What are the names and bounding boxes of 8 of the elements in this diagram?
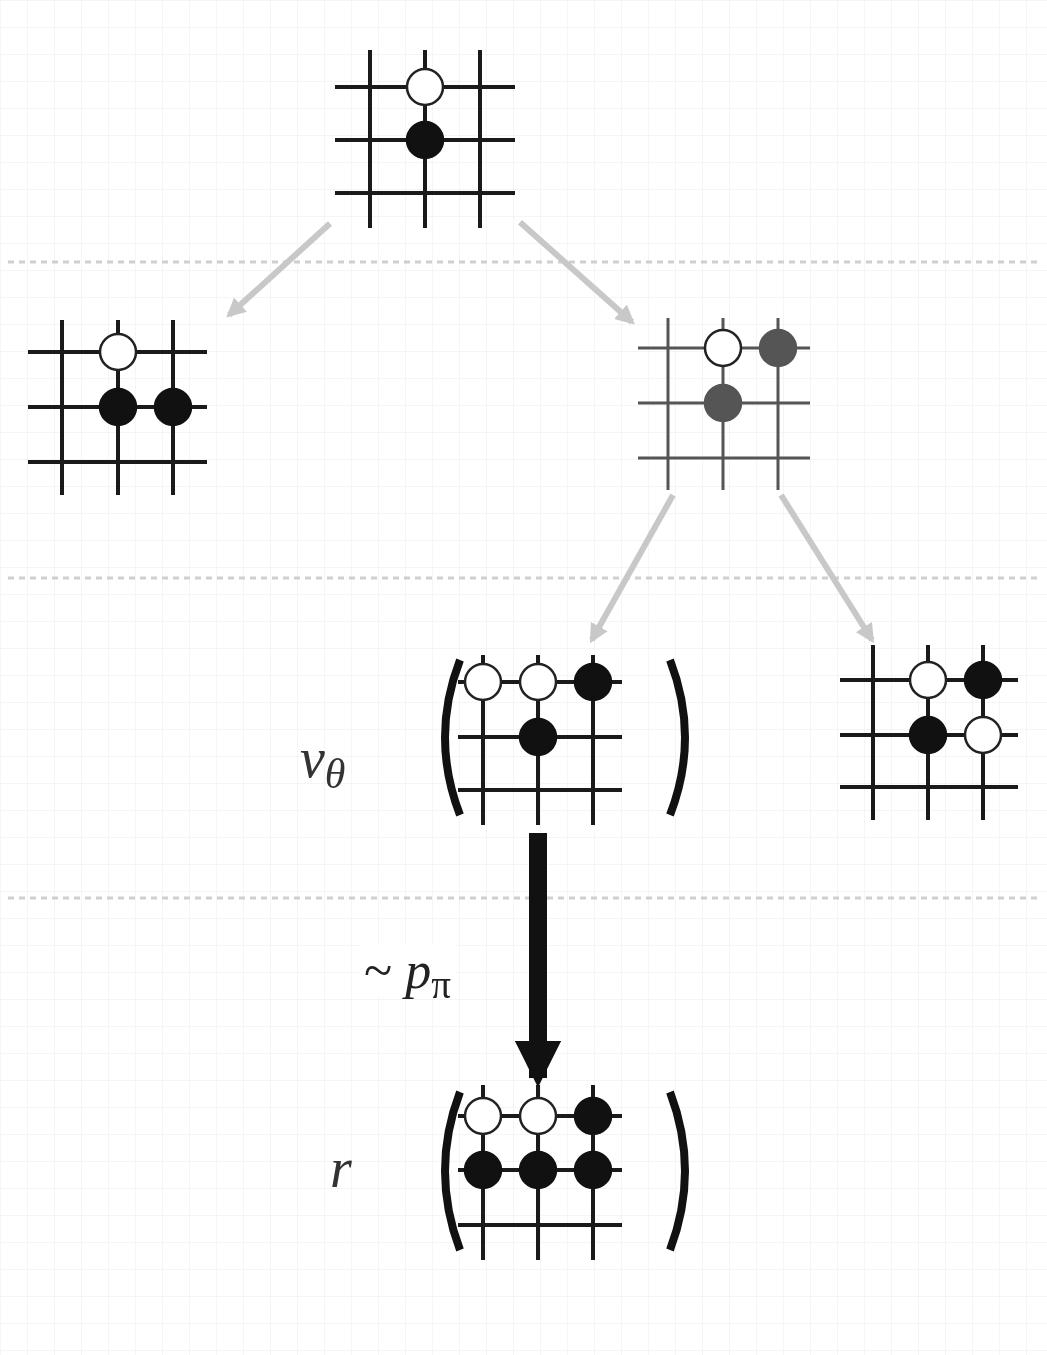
function-label: v$_{θ}$ — [300, 730, 346, 786]
arrow — [518, 219, 635, 325]
edge-label: ~ p$_{π}$ — [360, 945, 455, 997]
arrow — [514, 833, 562, 1088]
function-label: r — [330, 1140, 352, 1196]
arrow — [589, 493, 676, 644]
arrow — [226, 221, 332, 318]
arrow — [778, 493, 875, 644]
